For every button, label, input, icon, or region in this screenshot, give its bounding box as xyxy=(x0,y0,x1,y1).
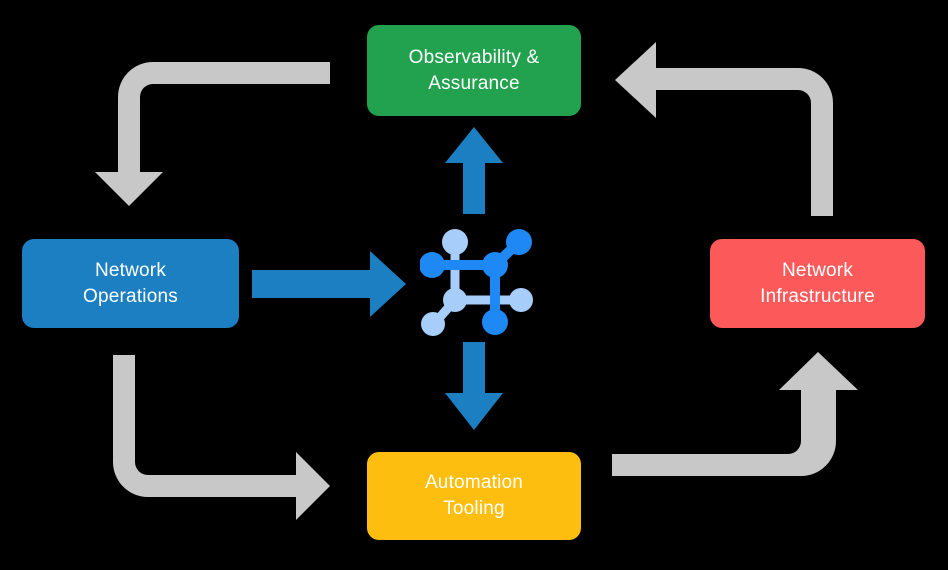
arrow-operations-to-automation xyxy=(113,355,330,520)
node-observability-assurance[interactable]: Observability & Assurance xyxy=(367,25,581,116)
arrow-observability-to-operations xyxy=(95,62,330,206)
node-network-operations[interactable]: Network Operations xyxy=(22,239,239,328)
arrow-center-to-automation xyxy=(445,342,503,430)
network-nodes-secondary xyxy=(421,229,533,336)
node-automation-tooling[interactable]: Automation Tooling xyxy=(367,452,581,540)
arrow-infrastructure-to-observability xyxy=(615,42,833,216)
node-network-infrastructure[interactable]: Network Infrastructure xyxy=(710,239,925,328)
arrow-automation-to-infrastructure xyxy=(612,352,858,476)
arrow-operations-to-center xyxy=(252,251,406,317)
arrow-center-to-observability xyxy=(445,127,503,214)
network-topology-icon xyxy=(420,229,533,336)
network-nodes-primary xyxy=(420,229,532,335)
